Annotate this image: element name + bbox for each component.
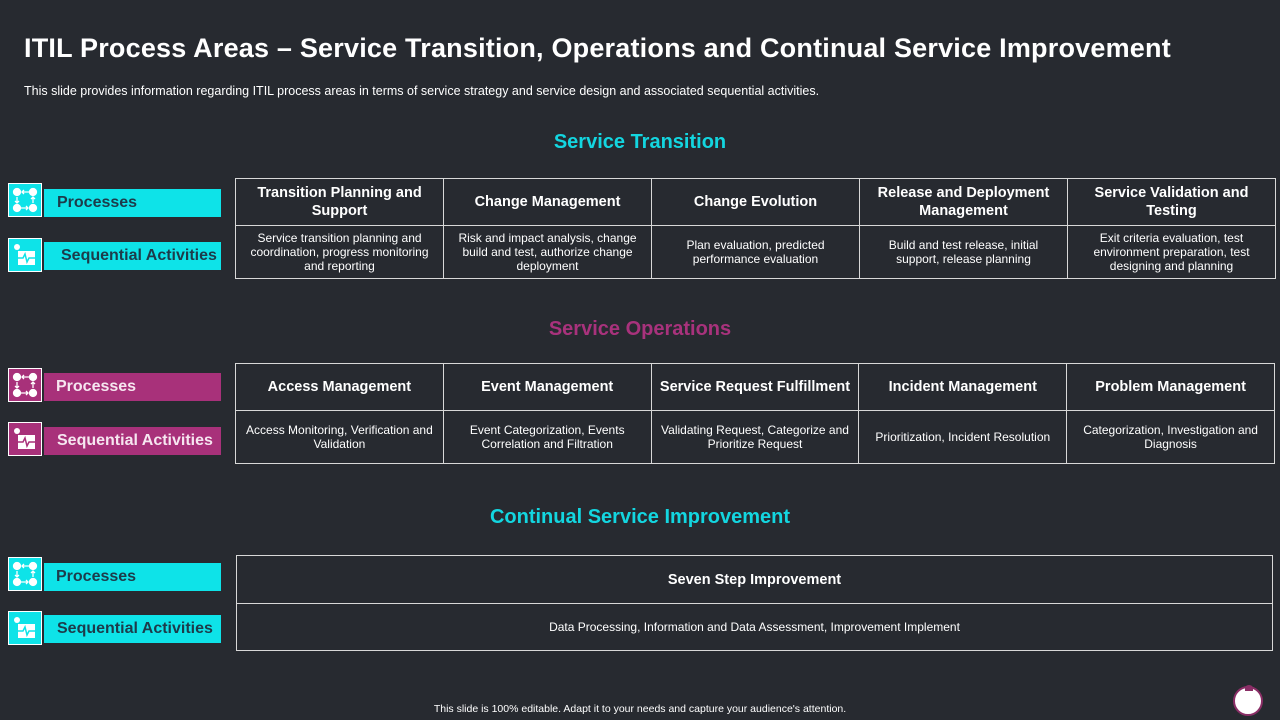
sequential-activities-label: Sequential Activities	[44, 427, 221, 455]
table-header-row: Transition Planning and Support Change M…	[235, 178, 1276, 226]
process-cell: Service Request Fulfillment	[650, 363, 860, 411]
table-header-row: Seven Step Improvement	[236, 555, 1273, 604]
table-header-row: Access Management Event Management Servi…	[235, 363, 1275, 411]
page-subtitle: This slide provides information regardin…	[24, 84, 820, 98]
process-flow-icon	[8, 557, 42, 591]
activity-cell: Validating Request, Categorize and Prior…	[650, 410, 860, 464]
footer-note: This slide is 100% editable. Adapt it to…	[433, 703, 847, 715]
activity-chart-icon	[8, 611, 42, 645]
activity-cell: Access Monitoring, Verification and Vali…	[235, 410, 444, 464]
logo-icon	[1233, 685, 1263, 716]
activity-cell: Data Processing, Information and Data As…	[236, 603, 1273, 651]
activity-cell: Service transition planning and coordina…	[235, 225, 444, 279]
processes-label: Processes	[44, 189, 221, 217]
section-title-improvement: Continual Service Improvement	[489, 506, 791, 528]
processes-label: Processes	[44, 563, 221, 591]
page-title: ITIL Process Areas – Service Transition,…	[24, 33, 1171, 63]
table-row: Data Processing, Information and Data As…	[236, 603, 1273, 651]
process-cell: Release and Deployment Management	[859, 178, 1068, 226]
activity-cell: Risk and impact analysis, change build a…	[443, 225, 652, 279]
activity-cell: Categorization, Investigation and Diagno…	[1066, 410, 1275, 464]
sequential-activities-label: Sequential Activities	[44, 242, 221, 270]
sequential-activities-label: Sequential Activities	[44, 615, 221, 643]
process-cell: Seven Step Improvement	[236, 555, 1273, 604]
process-cell: Incident Management	[858, 363, 1068, 411]
section-title-transition: Service Transition	[553, 131, 727, 153]
process-flow-icon	[8, 368, 42, 402]
activity-cell: Exit criteria evaluation, test environme…	[1067, 225, 1276, 279]
operations-table: Access Management Event Management Servi…	[235, 363, 1275, 464]
activity-cell: Event Categorization, Events Correlation…	[442, 410, 652, 464]
activity-chart-icon	[8, 422, 42, 456]
process-cell: Transition Planning and Support	[235, 178, 444, 226]
section-title-operations: Service Operations	[548, 318, 732, 340]
activity-chart-icon	[8, 238, 42, 272]
process-cell: Access Management	[235, 363, 444, 411]
process-cell: Service Validation and Testing	[1067, 178, 1276, 226]
process-cell: Event Management	[442, 363, 652, 411]
improvement-table: Seven Step Improvement Data Processing, …	[236, 555, 1273, 651]
activity-cell: Plan evaluation, predicted performance e…	[651, 225, 860, 279]
table-row: Access Monitoring, Verification and Vali…	[235, 410, 1275, 464]
process-flow-icon	[8, 183, 42, 217]
process-cell: Change Evolution	[651, 178, 860, 226]
process-cell: Problem Management	[1066, 363, 1275, 411]
table-row: Service transition planning and coordina…	[235, 225, 1276, 279]
activity-cell: Build and test release, initial support,…	[859, 225, 1068, 279]
transition-table: Transition Planning and Support Change M…	[235, 178, 1276, 279]
processes-label: Processes	[44, 373, 221, 401]
process-cell: Change Management	[443, 178, 652, 226]
activity-cell: Prioritization, Incident Resolution	[858, 410, 1068, 464]
